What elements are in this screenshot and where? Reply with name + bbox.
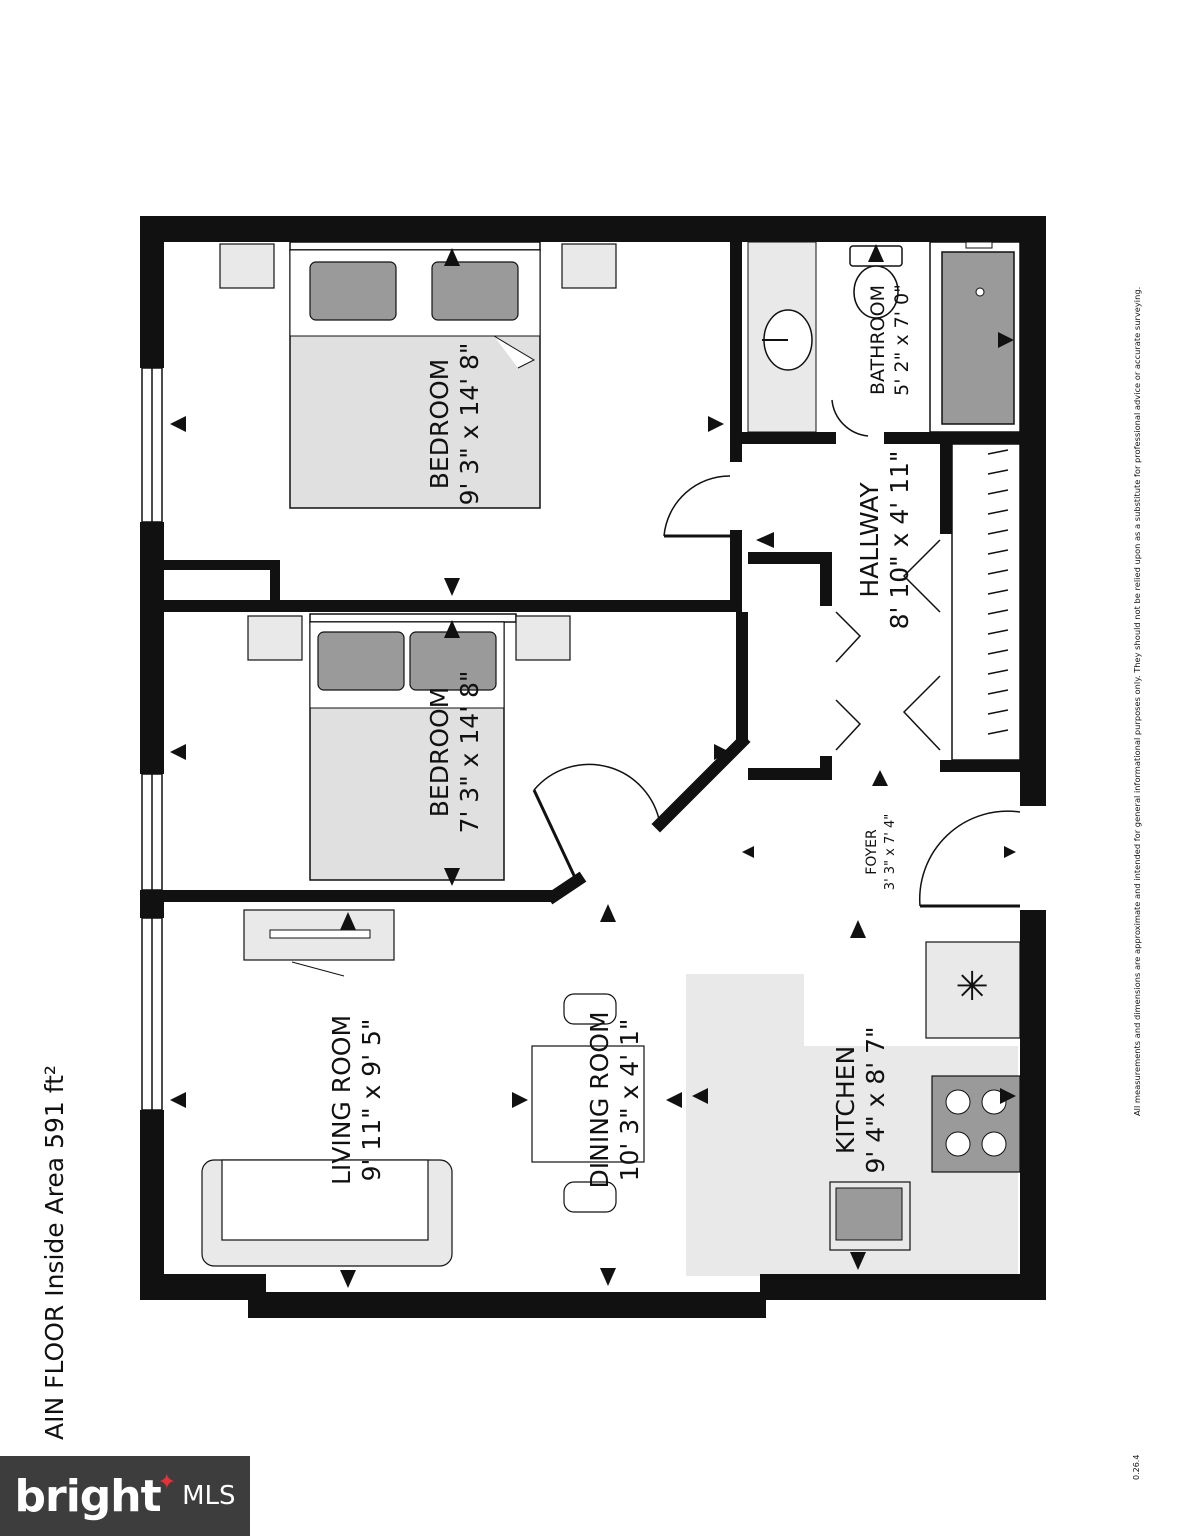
bright-mls-logo: bright✦MLS: [0, 1456, 250, 1536]
living-room-name: LIVING ROOM: [327, 1015, 356, 1185]
stove: [931, 1075, 1021, 1173]
dining-set: [531, 993, 645, 1213]
dining-room-dims: 10' 3" x 4' 1": [615, 1019, 644, 1182]
tv-console: [243, 909, 395, 977]
hallway-name: HALLWAY: [855, 482, 884, 598]
measure-arrows: [170, 244, 1016, 1288]
bedroom-2-name: BEDROOM: [425, 687, 454, 818]
kitchen-name: KITCHEN: [831, 1046, 860, 1154]
disclaimer: All measurements and dimensions are appr…: [1132, 286, 1142, 1116]
interior-walls: [164, 230, 1020, 902]
bed-2: [309, 613, 517, 881]
angled-walls: [545, 733, 751, 905]
bedroom-1-name: BEDROOM: [425, 359, 454, 490]
dining-room-name: DINING ROOM: [585, 1011, 614, 1188]
kitchen-dims: 9' 4" x 8' 7": [861, 1027, 890, 1174]
nightstands-1: [219, 243, 617, 289]
bathroom-vanity: [747, 241, 817, 433]
sofa: [201, 1159, 453, 1267]
star-icon: ✦: [157, 1469, 177, 1495]
bedroom-1-dims: 9' 3" x 14' 8": [455, 343, 484, 506]
hallway-dims: 8' 10" x 4' 11": [885, 451, 914, 630]
logo-suffix: MLS: [182, 1481, 236, 1511]
bedroom-2-dims: 7' 3" x 14' 8": [455, 671, 484, 834]
bedroom-2-corner: [164, 570, 270, 620]
bathtub: [929, 241, 1021, 433]
doors: [532, 399, 1021, 908]
windows: [141, 367, 163, 1111]
bathroom-dims: 5' 2" x 7' 0": [891, 284, 913, 396]
foyer-dims: 3' 3" x 7' 4": [883, 814, 898, 890]
kitchen-sink: [829, 1181, 911, 1251]
living-room-dims: 9' 11" x 9' 5": [357, 1019, 386, 1182]
area-title: AIN FLOOR Inside Area 591 ft²: [40, 1065, 69, 1440]
exterior-walls: [140, 216, 1046, 1318]
version-number: 0.26.4: [1132, 1454, 1141, 1480]
nightstands-2: [247, 615, 571, 661]
foyer-name: FOYER: [864, 829, 880, 875]
refrigerator: ✳: [925, 941, 1021, 1039]
toilet: [849, 245, 903, 319]
svg-text:✳: ✳: [955, 964, 989, 1010]
bathroom-name: BATHROOM: [867, 285, 889, 395]
bed-1: [289, 241, 541, 509]
closet: [951, 443, 1021, 761]
logo-wordmark: bright: [14, 1470, 162, 1522]
